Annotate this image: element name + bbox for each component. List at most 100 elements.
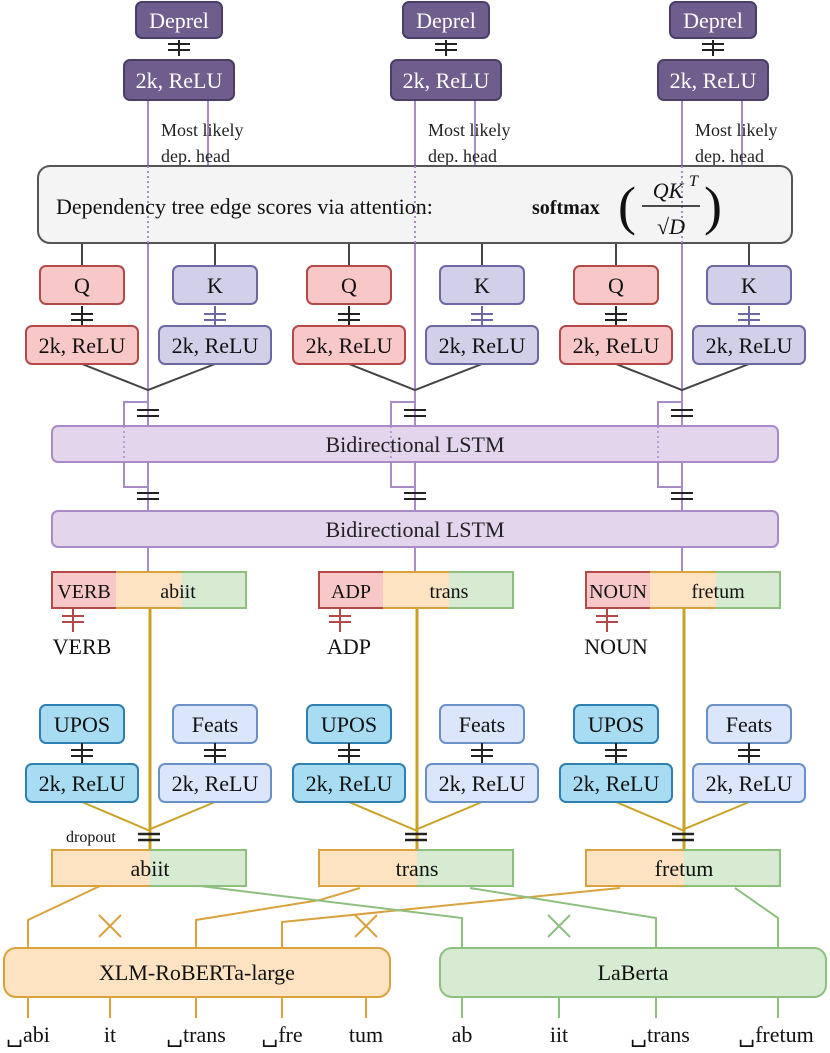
subword-tokens: ␣abi it ␣trans ␣fre tum ab iit ␣trans ␣f…	[6, 1022, 814, 1047]
q-box	[39, 265, 125, 305]
pos-tag-label: VERB	[57, 581, 110, 603]
concat-mark	[471, 743, 493, 764]
emb-word-label: trans	[396, 856, 439, 881]
upos-relu-label: 2k, ReLU	[573, 771, 660, 796]
qk-row: Q K 2k, ReLU 2k, ReLU Q K 2k, ReLU 2k, R…	[25, 265, 806, 365]
feats-label: Feats	[192, 712, 238, 737]
head-note-2: dep. head	[161, 146, 230, 166]
head-note-2: dep. head	[695, 146, 764, 166]
column-2: Deprel 2k, ReLU Most likely dep. head	[390, 1, 511, 166]
pos-segment	[52, 572, 116, 608]
concat-mark	[71, 306, 93, 326]
k-relu-label: 2k, ReLU	[439, 333, 526, 358]
deprel-relu-box	[123, 59, 235, 101]
tag-merge-1	[81, 801, 216, 832]
word-label: abiit	[160, 581, 196, 603]
concat-mark	[404, 409, 426, 417]
attention-label: Dependency tree edge scores via attentio…	[56, 194, 433, 219]
concat-mark	[596, 608, 618, 632]
concat-mark	[338, 306, 360, 326]
q-relu-label: 2k, ReLU	[39, 333, 126, 358]
word-pos-row: VERB abiit VERB ADP trans ADP NOUN fretu…	[51, 571, 781, 659]
upos-relu-label: 2k, ReLU	[306, 771, 393, 796]
k-label: K	[741, 273, 757, 298]
deprel-relu-label: 2k, ReLU	[670, 68, 757, 93]
subword-token: iit	[550, 1022, 568, 1047]
xlmr-fretum	[281, 887, 621, 948]
xlmr-encoder-box	[3, 947, 391, 998]
q-relu-label: 2k, ReLU	[306, 333, 393, 358]
word-orange-segment	[383, 572, 449, 608]
upos-relu-box	[559, 763, 673, 803]
k-relu-label: 2k, ReLU	[172, 333, 259, 358]
laberta-abiit	[199, 885, 463, 948]
q-relu-box	[292, 325, 406, 365]
feats-relu-box	[692, 763, 806, 803]
word-green-segment	[449, 572, 513, 608]
concat-mark	[329, 608, 351, 632]
emb-word-label: abiit	[130, 856, 169, 881]
fraction-superscript: T	[689, 173, 699, 190]
k-relu-label: 2k, ReLU	[706, 333, 793, 358]
paren-left: (	[618, 176, 636, 236]
deprel-relu-label: 2k, ReLU	[136, 68, 223, 93]
feats-relu-label: 2k, ReLU	[706, 771, 793, 796]
k-label: K	[207, 273, 223, 298]
token-ticks	[27, 997, 779, 1018]
concat-mark	[204, 743, 226, 764]
word-label: trans	[430, 581, 469, 603]
k-box	[439, 265, 525, 305]
upos-relu-label: 2k, ReLU	[39, 771, 126, 796]
concat-mark	[338, 743, 360, 764]
feats-label: Feats	[726, 712, 772, 737]
concat-mark	[435, 40, 457, 56]
upos-label: UPOS	[321, 712, 377, 737]
tagger-row: UPOS Feats 2k, ReLU 2k, ReLU UPOS Feats …	[25, 704, 806, 803]
attention-block: Dependency tree edge scores via attentio…	[37, 165, 793, 244]
bilstm-bottom-label: Bidirectional LSTM	[325, 517, 504, 542]
head-note-1: Most likely	[695, 120, 778, 140]
q-label: Q	[608, 273, 624, 298]
head-note-1: Most likely	[161, 120, 244, 140]
pos-tag-label: ADP	[331, 581, 371, 603]
xlmr-abiit	[27, 885, 160, 948]
k-relu-box	[158, 325, 272, 365]
concat-mark	[138, 832, 160, 842]
deprel-label: Deprel	[416, 8, 476, 33]
fraction-numerator: QK	[653, 178, 685, 203]
softmax-label: softmax	[532, 197, 600, 219]
laberta-encoder-box	[439, 947, 827, 998]
embedding-row: abiit trans fretum	[51, 849, 781, 887]
k-relu-box	[692, 325, 806, 365]
bilstm-top-box	[51, 425, 779, 463]
deprel-box	[669, 1, 757, 39]
k-box	[172, 265, 258, 305]
upos-relu-box	[25, 763, 139, 803]
connection-lines	[27, 100, 779, 1018]
q-box	[306, 265, 392, 305]
deprel-label: Deprel	[683, 8, 743, 33]
concat-mark	[738, 306, 760, 326]
upos-relu-box	[292, 763, 406, 803]
feats-relu-box	[425, 763, 539, 803]
concat-mark	[605, 306, 627, 326]
word-label: fretum	[691, 581, 745, 603]
laberta-fretum	[734, 887, 779, 948]
feats-relu-label: 2k, ReLU	[172, 771, 259, 796]
concat-mark	[137, 492, 159, 500]
deprel-box	[135, 1, 223, 39]
word-orange-segment	[650, 572, 716, 608]
upos-label: UPOS	[54, 712, 110, 737]
concat-mark	[405, 832, 427, 842]
qk-merge-2	[348, 363, 483, 392]
xlmr-encoder-label: XLM-RoBERTa-large	[99, 960, 295, 985]
deprel-box	[402, 1, 490, 39]
concat-mark	[471, 306, 493, 326]
dropout-label: dropout	[66, 829, 116, 846]
discard-mark-iit	[547, 914, 571, 938]
subword-token: it	[104, 1022, 116, 1047]
concat-mark	[671, 492, 693, 500]
concat-mark	[672, 832, 694, 842]
q-relu-label: 2k, ReLU	[573, 333, 660, 358]
